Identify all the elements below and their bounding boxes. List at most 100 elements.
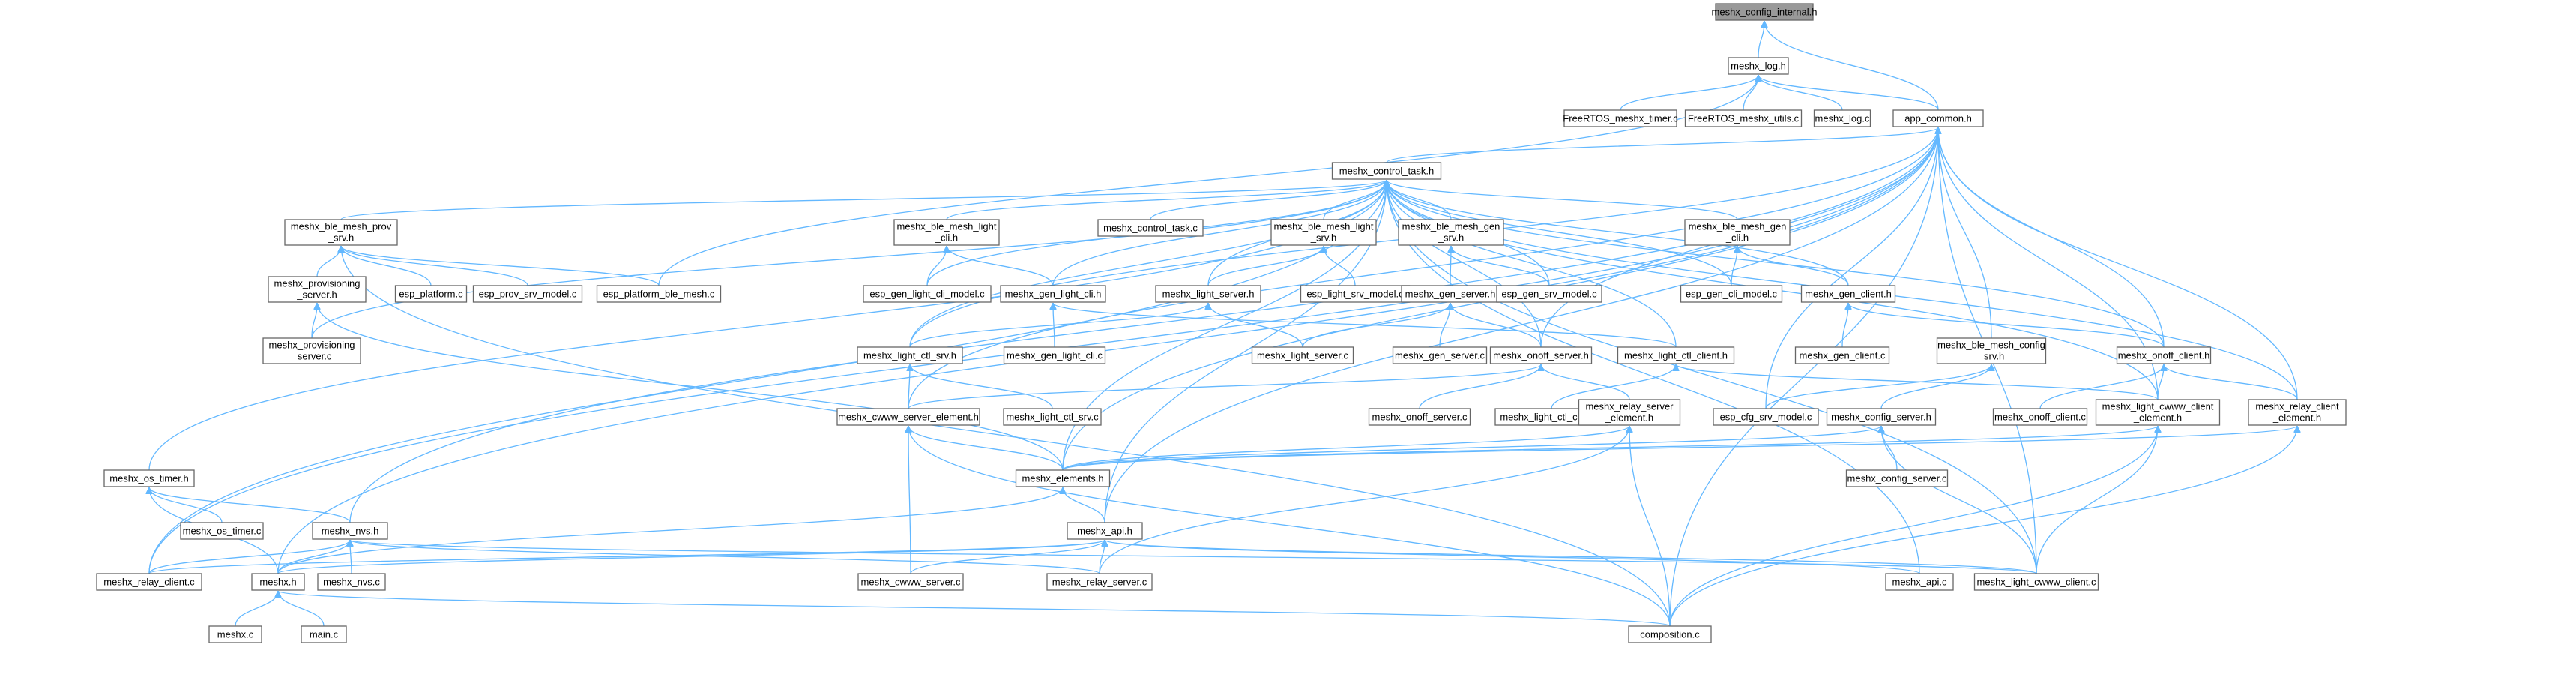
graph-node[interactable]: meshx_gen_server.h	[1401, 285, 1500, 303]
graph-edge	[1387, 180, 1732, 286]
graph-node[interactable]: meshx_control_task.c	[1097, 219, 1204, 237]
graph-edge	[311, 303, 317, 339]
graph-node-label: meshx_relay_client.c	[103, 576, 195, 587]
graph-node-label: meshx.h	[259, 576, 296, 587]
graph-node[interactable]: esp_cfg_srv_model.c	[1713, 408, 1819, 426]
graph-node-label: meshx_light_cwww_client.c	[1977, 576, 2096, 587]
graph-edge	[1758, 74, 1843, 111]
graph-node-label: esp_cfg_srv_model.c	[1720, 411, 1812, 422]
graph-node[interactable]: meshx_nvs.h	[312, 522, 388, 540]
graph-node[interactable]: meshx_api.c	[1885, 573, 1954, 591]
graph-node-label: main.c	[310, 628, 339, 640]
graph-node-label: meshx_ble_mesh_prov	[291, 220, 392, 232]
graph-node-label: meshx_control_task.c	[1103, 222, 1198, 233]
graph-node[interactable]: meshx_onoff_client.c	[1992, 408, 2088, 426]
graph-node[interactable]: meshx_ble_mesh_gen_srv.h	[1398, 219, 1504, 246]
graph-edge	[1541, 364, 1630, 400]
graph-node[interactable]: esp_platform_ble_mesh.c	[596, 285, 722, 303]
graph-node[interactable]: meshx_provisioning_server.h	[268, 276, 367, 303]
graph-node-box	[301, 625, 347, 643]
graph-node[interactable]: esp_prov_srv_model.c	[472, 285, 583, 303]
graph-node[interactable]: meshx_ble_mesh_prov_srv.h	[284, 219, 398, 246]
graph-node[interactable]: meshx_relay_client_element.h	[2248, 399, 2347, 426]
graph-node[interactable]: meshx_onoff_server.h	[1489, 346, 1593, 364]
graph-node[interactable]: esp_gen_cli_model.c	[1680, 285, 1783, 303]
graph-node-label: FreeRTOS_meshx_timer.c	[1563, 112, 1678, 124]
graph-node[interactable]: meshx_gen_client.h	[1800, 285, 1896, 303]
graph-node[interactable]: meshx_api.h	[1067, 522, 1143, 540]
graph-node[interactable]: meshx.c	[208, 625, 262, 643]
graph-node[interactable]: meshx_os_timer.h	[103, 469, 195, 487]
graph-node-box	[180, 522, 264, 540]
graph-edge	[1052, 180, 1387, 286]
graph-node[interactable]: FreeRTOS_meshx_timer.c	[1563, 109, 1678, 127]
graph-node[interactable]: meshx_onoff_client.h	[2116, 346, 2212, 364]
graph-node-label: _cli.h	[1725, 232, 1749, 243]
graph-edge	[1676, 364, 2159, 400]
graph-edge	[1150, 179, 1387, 220]
graph-node[interactable]: FreeRTOS_meshx_utils.c	[1684, 109, 1803, 127]
graph-node[interactable]: app_common.h	[1892, 109, 1984, 127]
graph-node[interactable]: meshx_ble_mesh_gen_cli.h	[1684, 219, 1791, 246]
graph-node[interactable]: main.c	[301, 625, 347, 643]
graph-node[interactable]: meshx_light_ctl_srv.h	[857, 346, 963, 364]
graph-node[interactable]: meshx_light_ctl_client.h	[1617, 346, 1735, 364]
graph-node[interactable]: meshx_relay_client.c	[96, 573, 202, 591]
graph-node-label: meshx_relay_server	[1585, 400, 1674, 412]
graph-edge	[658, 75, 1758, 286]
graph-node-box	[96, 573, 202, 591]
graph-node[interactable]: meshx_ble_mesh_config_srv.h	[1936, 337, 2047, 364]
graph-node[interactable]: meshx_ble_mesh_light_cli.h	[893, 219, 1000, 246]
graph-node-box	[103, 469, 195, 487]
graph-node-box	[1270, 219, 1377, 246]
graph-node[interactable]: composition.c	[1628, 625, 1712, 643]
graph-node[interactable]: meshx_gen_server.c	[1392, 346, 1488, 364]
graph-node[interactable]: meshx_light_cwww_client_element.h	[2095, 399, 2221, 426]
graph-node[interactable]: meshx_config_server.c	[1845, 469, 1949, 487]
graph-node[interactable]: meshx.h	[251, 573, 305, 591]
graph-node-box	[1800, 285, 1896, 303]
graph-node[interactable]: meshx_light_ctl_srv.c	[1003, 408, 1102, 426]
graph-node[interactable]: meshx_gen_light_cli.h	[1000, 285, 1106, 303]
graph-edge	[350, 539, 1100, 574]
graph-node-box	[1046, 573, 1153, 591]
graph-edge	[910, 364, 1053, 409]
graph-edge	[148, 539, 1105, 574]
graph-edge	[1629, 426, 1671, 627]
graph-edge	[909, 180, 1387, 348]
graph-node[interactable]: meshx_light_server.c	[1251, 346, 1354, 364]
graph-node[interactable]: esp_platform.c	[394, 285, 468, 303]
graph-node[interactable]: meshx_relay_server.c	[1046, 573, 1153, 591]
graph-node[interactable]: esp_light_srv_model.c	[1300, 285, 1411, 303]
graph-node[interactable]: meshx_config_internal.h	[1712, 3, 1818, 21]
graph-node[interactable]: meshx_nvs.c	[317, 573, 386, 591]
graph-node[interactable]: meshx_light_server.h	[1155, 285, 1261, 303]
graph-node[interactable]: meshx_onoff_server.c	[1368, 408, 1471, 426]
graph-node[interactable]: meshx_cwww_server_element.h	[836, 408, 980, 426]
graph-node[interactable]: meshx_os_timer.c	[180, 522, 264, 540]
graph-node-label: meshx_config_internal.h	[1712, 6, 1818, 17]
graph-node[interactable]: meshx_ble_mesh_light_srv.h	[1270, 219, 1377, 246]
graph-node[interactable]: meshx_gen_client.c	[1794, 346, 1890, 364]
graph-node[interactable]: meshx_light_cwww_client.c	[1973, 573, 2099, 591]
graph-edge	[1208, 302, 1303, 348]
graph-node[interactable]: meshx_log.c	[1813, 109, 1871, 127]
graph-edge	[908, 425, 1064, 471]
graph-node[interactable]: esp_gen_srv_model.c	[1496, 285, 1602, 303]
graph-edge	[149, 487, 351, 523]
graph-node[interactable]: meshx_log.h	[1728, 57, 1789, 75]
graph-node[interactable]: meshx_cwww_server.c	[857, 573, 964, 591]
graph-node-label: meshx_control_task.h	[1339, 165, 1434, 176]
graph-node[interactable]: esp_gen_light_cli_model.c	[863, 285, 992, 303]
graph-node[interactable]: meshx_elements.h	[1015, 469, 1111, 487]
graph-node[interactable]: meshx_gen_light_cli.c	[1003, 346, 1106, 364]
graph-node[interactable]: meshx_config_server.h	[1826, 408, 1937, 426]
graph-node[interactable]: meshx_provisioning_server.c	[262, 337, 361, 364]
graph-node-label: _srv.h	[1978, 350, 2004, 361]
graph-node-label: meshx_ble_mesh_config	[1937, 339, 2045, 350]
graph-node-box	[1563, 109, 1677, 127]
graph-node-label: meshx_onoff_server.c	[1372, 411, 1468, 422]
graph-node[interactable]: meshx_control_task.h	[1331, 162, 1442, 180]
graph-node[interactable]: meshx_relay_server_element.h	[1578, 399, 1681, 426]
graph-edge	[1731, 246, 1737, 286]
